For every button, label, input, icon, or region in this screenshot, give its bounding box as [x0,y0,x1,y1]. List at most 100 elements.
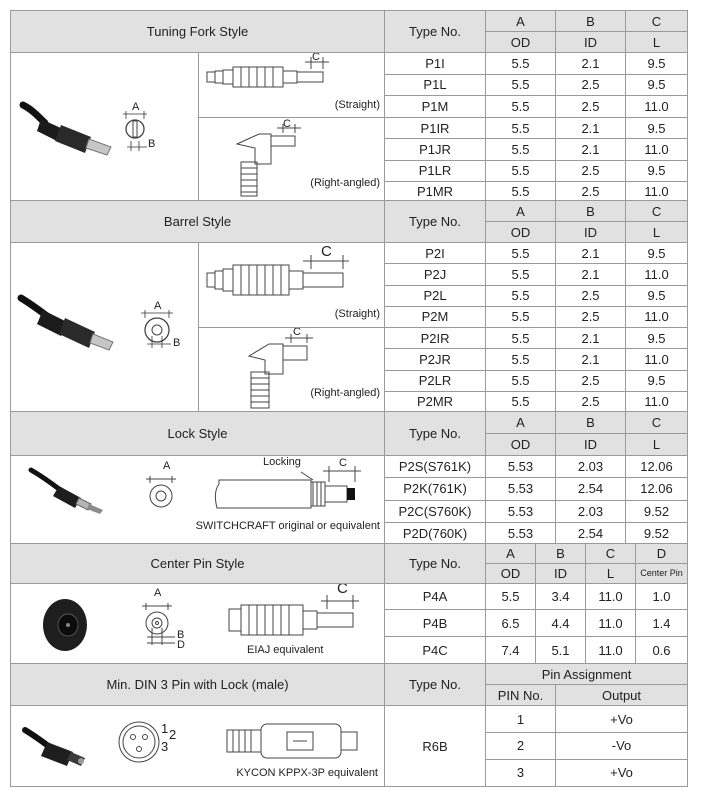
l-cell: 11.0 [585,636,636,664]
od-cell: 5.5 [485,159,556,182]
dim-label-b: B [148,138,156,150]
type-no-cell: P1JR [384,138,486,161]
type-no-cell: P2MR [384,390,487,414]
l-cell: 12.06 [625,454,688,479]
od-cell: 5.5 [485,326,557,350]
center-pin-cell: 0.6 [635,636,688,664]
l-cell: 9.5 [625,116,688,140]
od-cell: 5.5 [485,390,557,414]
od-cell: 5.53 [485,477,556,501]
od-cell: 5.5 [485,305,557,329]
type-no-header: Type No. [384,543,486,584]
od-cell: 5.53 [485,499,556,523]
od-cell: 5.5 [485,369,557,392]
type-no-cell: P2M [384,305,487,329]
id-cell: 2.5 [555,305,627,329]
type-no-header: Type No. [384,200,487,243]
barrel-table: Barrel Style Type No. A B C OD ID L [9,200,689,414]
col-name: Center Pin [635,563,688,584]
id-cell: 2.1 [555,138,626,161]
type-no-cell: P2LR [384,369,487,392]
id-cell: 2.5 [555,284,627,307]
type-no-cell: P4B [384,609,486,637]
id-cell: 4.4 [535,609,586,637]
right-angled-plug-drawing [235,124,301,197]
dim-label-a: A [154,300,162,312]
l-cell: 12.06 [625,477,688,501]
dim-label-c: C [283,118,291,130]
col-name: ID [555,221,627,243]
tuning-fork-table: Tuning Fork Style Type No. A B C OD ID L [10,10,688,204]
dim-label-c: C [339,457,347,469]
type-no-cell: P4C [384,636,486,664]
type-no-cell: P1L [384,73,486,97]
type-no-cell: P2I [384,241,487,265]
l-cell: 9.5 [625,369,689,392]
col-name: ID [555,31,626,53]
straight-drawing-area: C (Straight) [197,242,386,328]
l-cell: 11.0 [625,95,688,118]
kycon-note: KYCON KPPX-3P equivalent [236,767,378,779]
type-no-cell: P1IR [384,116,486,140]
plug-photo-area: A B [10,52,199,203]
id-cell: 2.54 [555,477,626,501]
l-cell: 9.5 [625,241,689,265]
type-no-cell: P2D(760K) [384,521,486,546]
switchcraft-note: SWITCHCRAFT original or equivalent [195,520,380,532]
od-cell: 5.53 [485,454,556,479]
din-table: Min. DIN 3 Pin with Lock (male) Type No.… [10,663,689,788]
l-cell: 9.5 [625,52,688,75]
type-no-cell: P2L [384,284,487,307]
section-title: Center Pin Style [10,543,385,584]
id-cell: 3.4 [535,583,586,610]
col-letter: A [485,411,556,434]
pin-no-cell: 1 [485,704,556,734]
center-pin-table: Center Pin Style Type No. A B C D OD ID … [10,543,688,664]
type-no-header: Type No. [384,10,486,53]
od-cell: 5.5 [485,73,556,97]
din-drawing-area: 1 2 3 KYCON KPPX-3P equivalent [10,705,385,787]
dim-label-b: B [173,337,181,349]
od-cell: 5.5 [485,95,556,118]
pin-no-cell: 3 [485,758,556,788]
section-title: Lock Style [10,411,385,456]
col-letter: A [485,200,557,222]
view-right-angled-label: (Right-angled) [310,387,381,399]
col-letter: A [485,10,556,32]
dim-label-d: D [177,639,185,651]
dim-label-c: C [337,583,348,597]
od-cell: 5.53 [485,521,556,546]
l-cell: 11.0 [625,390,689,414]
dim-label-a: A [154,587,162,599]
id-cell: 2.1 [555,326,627,350]
dim-label-a: A [132,101,140,113]
col-letter: C [585,543,636,564]
col-name: L [625,31,688,53]
type-no-header: Type No. [384,411,486,456]
col-name: OD [485,31,556,53]
plug-photo [19,101,147,156]
pin-no-cell: 2 [485,732,556,760]
pin-label-3: 3 [161,739,169,754]
type-no-cell: P2C(S760K) [384,499,486,523]
right-angled-drawing-area: C (Right-angled) [197,327,386,413]
id-cell: 2.5 [555,95,626,118]
col-letter: C [625,411,688,434]
od-cell: 5.5 [485,180,556,204]
straight-plug-drawing [206,57,329,88]
id-cell: 2.1 [555,348,627,371]
type-no-cell: R6B [384,705,486,787]
plug-photo [17,294,173,351]
view-right-angled-label: (Right-angled) [310,177,380,189]
type-no-cell: P1LR [384,159,486,182]
id-cell: 2.5 [555,159,626,182]
od-cell: 5.5 [485,348,557,371]
dim-label-c: C [312,52,320,63]
lock-table: Lock Style Type No. A B C OD ID L [10,411,688,546]
center-pin-drawing [43,594,359,651]
l-cell: 11.0 [585,583,636,610]
center-pin-cell: 1.0 [635,583,688,610]
col-letter: A [485,543,536,564]
id-cell: 2.5 [555,390,627,414]
od-cell: 5.5 [485,583,536,610]
